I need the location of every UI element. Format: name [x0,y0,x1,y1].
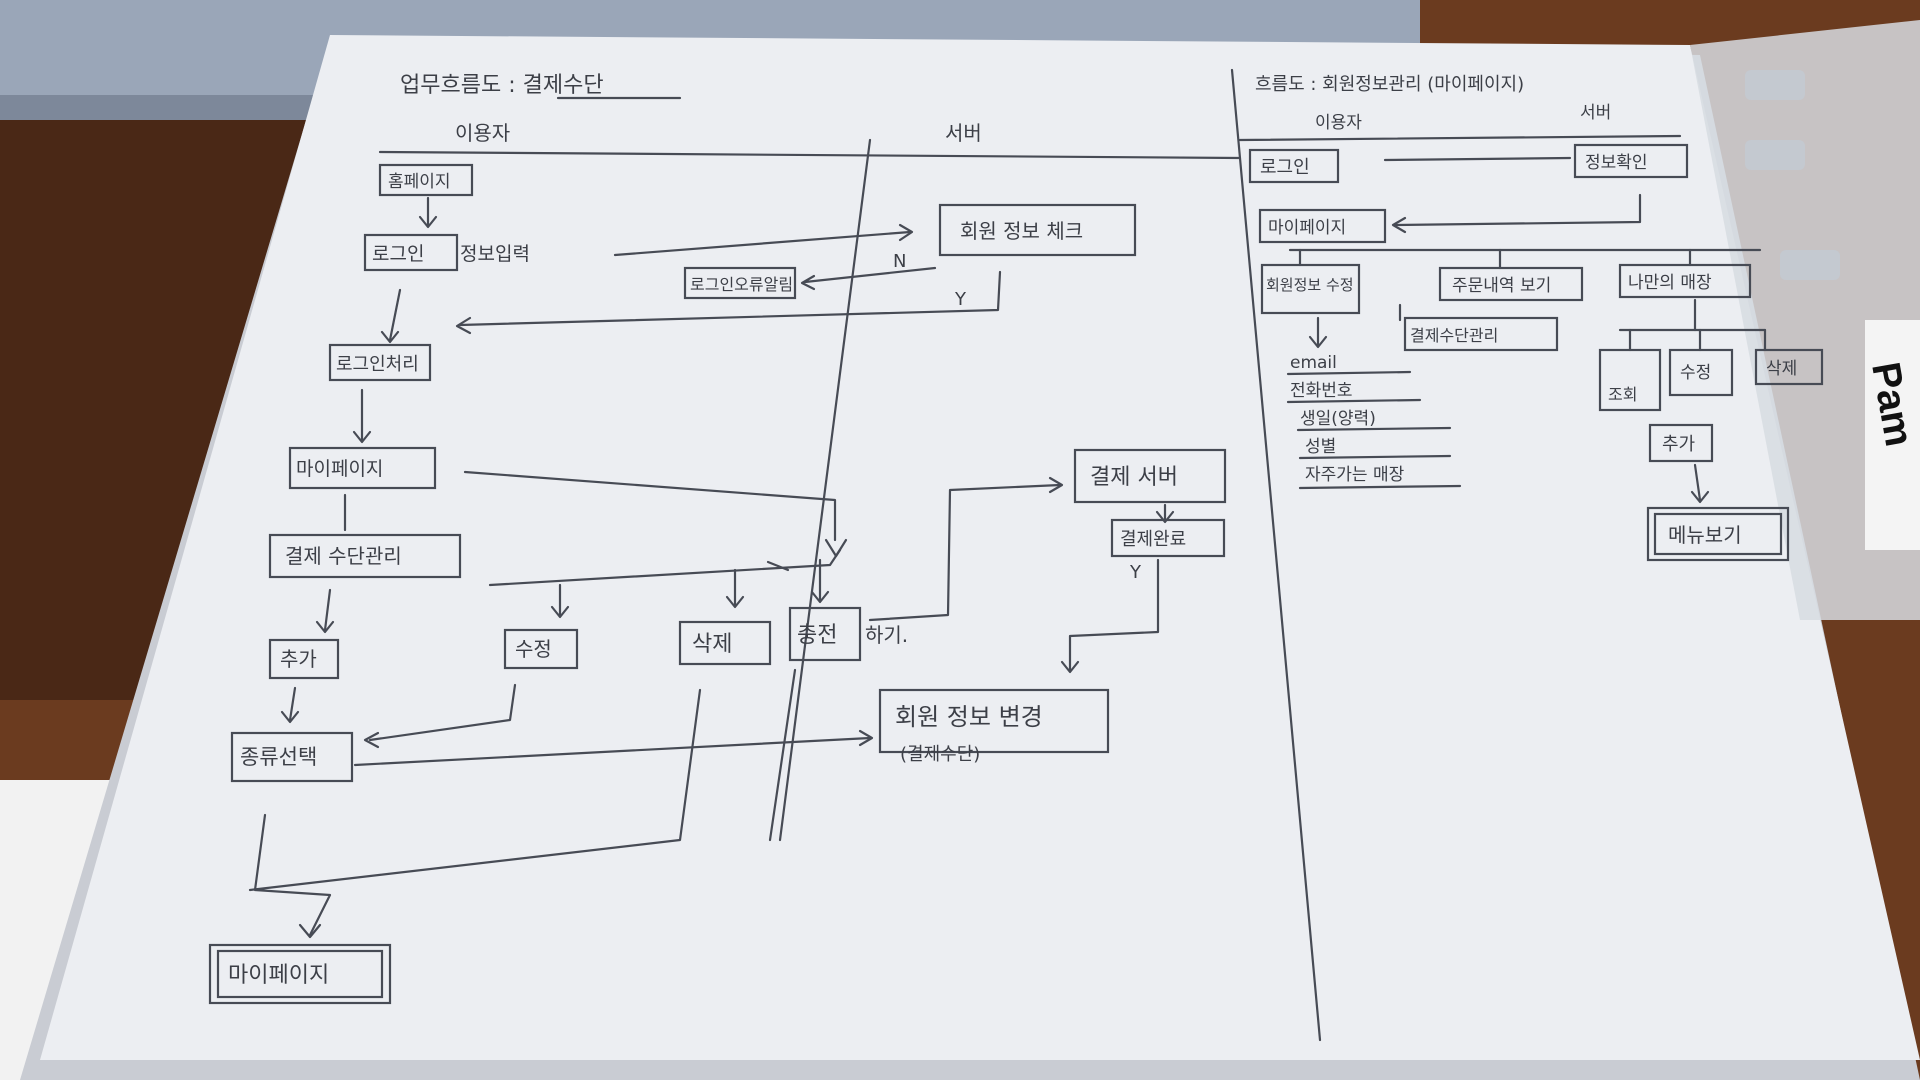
right-field-list: email 전화번호 생일(양력) 성별 자주가는 매장 [1286,353,1462,490]
right-title: 흐름도 : 회원정보관리 (마이페이지) [1255,74,1524,95]
right-node-my-store-label: 나만의 매장 [1628,273,1712,293]
right-node-order-history [1438,266,1584,302]
node-add-label: 추가 [280,647,317,671]
node-charge [788,606,862,662]
node-login [363,233,459,272]
node-member-check [938,203,1137,257]
node-home [378,163,474,197]
right-node-modify [1668,348,1734,397]
left-lane-server: 서버 [945,121,982,145]
node-mypage-end-label: 마이페이지 [228,963,329,988]
node-payment-server-label: 결제 서버 [1090,465,1178,490]
node-payment-server [1073,448,1227,504]
right-node-menu-view [1646,506,1790,562]
right-node-payment-manage-label: 결제수단관리 [1410,326,1498,345]
right-field-birthday: 생일(양력) [1300,409,1376,429]
right-node-delete-label: 삭제 [1766,359,1797,379]
left-lane-user: 이용자 [455,121,510,145]
node-home-label: 홈페이지 [388,172,451,192]
right-node-mypage [1258,208,1387,244]
branch-yes: Y [954,289,967,310]
right-node-add [1648,423,1714,463]
right-node-delete [1754,348,1824,386]
node-charge-suffix: 하기. [865,623,908,647]
branch-no: N [893,251,906,272]
node-payment-done [1110,518,1226,558]
node-delete-label: 삭제 [692,632,732,657]
node-mypage-end [208,943,392,1005]
right-node-view [1598,348,1662,412]
paper-sheet [40,35,1920,1060]
node-type-select-label: 종류선택 [240,745,317,769]
right-node-menu-view-label: 메뉴보기 [1668,523,1742,547]
node-member-info-change-sub: (결제수단) [900,744,980,765]
node-delete [678,620,772,666]
right-node-info-check [1573,143,1689,179]
right-lane-server: 서버 [1580,103,1611,123]
left-title: 업무흐름도 : 결제수단 [400,73,604,98]
node-mypage-label: 마이페이지 [296,458,383,480]
right-node-login [1248,148,1340,184]
node-add [268,638,340,680]
node-login-input: 정보입력 [460,243,530,265]
right-node-login-label: 로그인 [1260,157,1310,178]
right-node-my-store [1618,263,1752,299]
node-login-process [328,343,432,382]
node-login-label: 로그인 [372,243,424,265]
right-node-add-label: 추가 [1662,434,1695,455]
right-lane-user: 이용자 [1315,113,1362,133]
right-node-view-label: 조회 [1608,385,1637,404]
node-login-error [683,266,797,300]
right-node-order-history-label: 주문내역 보기 [1452,276,1551,296]
node-payment-done-label: 결제완료 [1120,529,1186,550]
binder-clip: Pam [1690,20,1920,620]
node-modify [503,628,579,670]
node-member-info-change-label: 회원 정보 변경 [895,703,1043,731]
node-member-info-change [878,688,1110,754]
right-flowchart: 흐름도 : 회원정보관리 (마이페이지) 이용자 서버 로그인 정보확인 마이페… [1230,68,1824,1042]
right-node-info-check-label: 정보확인 [1585,153,1648,173]
right-field-email: email [1290,353,1337,373]
node-member-check-label: 회원 정보 체크 [960,219,1083,243]
branch-yes2: Y [1129,562,1142,583]
right-node-modify-label: 수정 [1680,363,1711,383]
right-field-store: 자주가는 매장 [1305,465,1405,485]
node-login-error-label: 로그인오류알림 [690,275,793,294]
right-node-member-info-modify [1260,263,1361,315]
right-field-phone: 전화번호 [1290,381,1353,401]
right-node-member-info-modify-label: 회원정보 수정 [1266,276,1354,294]
right-node-mypage-label: 마이페이지 [1268,218,1346,238]
node-charge-label: 충전 [797,623,837,648]
node-payment-manage-label: 결제 수단관리 [285,544,402,568]
node-modify-label: 수정 [515,637,552,661]
left-flowchart: 업무흐름도 : 결제수단 이용자 서버 홈페이지 로그인 정보입력 회원 정보 … [208,73,1242,1005]
right-field-gender: 성별 [1305,437,1336,457]
node-login-process-label: 로그인처리 [336,354,419,375]
node-payment-manage [268,533,462,579]
node-type-select [230,731,354,783]
right-node-payment-manage [1403,316,1559,352]
node-mypage [288,446,437,490]
